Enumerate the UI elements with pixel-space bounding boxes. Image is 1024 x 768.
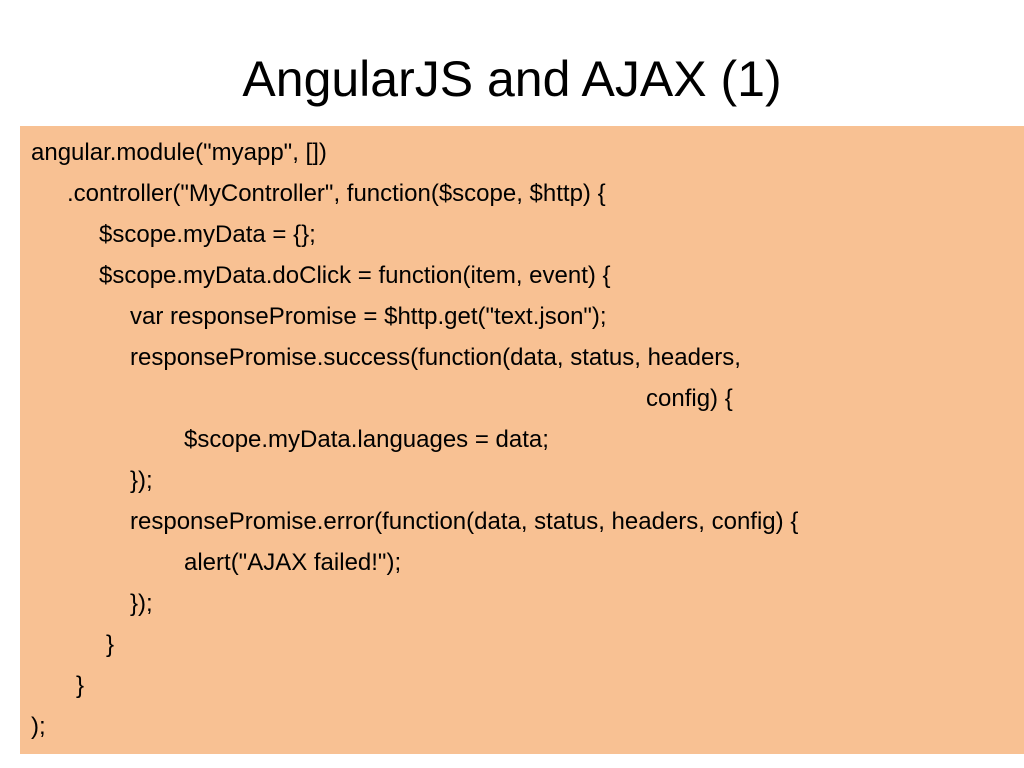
code-line: });: [130, 467, 153, 494]
slide-title: AngularJS and AJAX (1): [242, 51, 782, 107]
code-line: }: [106, 631, 115, 658]
code-line: angular.module("myapp", []): [31, 139, 327, 166]
code-line: config) {: [646, 385, 733, 412]
code-line: $scope.myData.languages = data;: [184, 426, 549, 453]
code-line: });: [130, 590, 153, 617]
code-line: responsePromise.success(function(data, s…: [130, 344, 741, 371]
code-line: $scope.myData.doClick = function(item, e…: [99, 262, 611, 289]
code-line: $scope.myData = {};: [99, 221, 316, 248]
code-line: .controller("MyController", function($sc…: [67, 180, 606, 207]
code-line: }: [76, 672, 85, 699]
code-line: );: [31, 713, 46, 740]
code-line: var responsePromise = $http.get("text.js…: [130, 303, 607, 330]
code-line: responsePromise.error(function(data, sta…: [130, 508, 799, 535]
code-block: angular.module("myapp", []) .controller(…: [20, 126, 1024, 754]
code-line: alert("AJAX failed!");: [184, 549, 402, 576]
